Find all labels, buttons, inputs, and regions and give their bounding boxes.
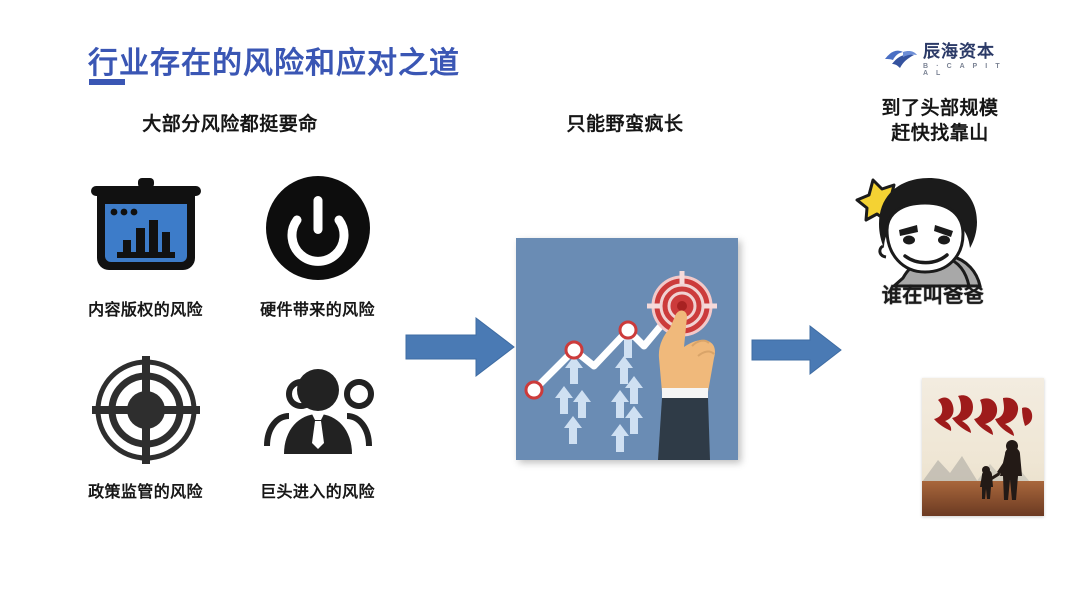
- father-love-poster: [922, 378, 1044, 516]
- arrow-risks-to-growth: [404, 316, 516, 378]
- icon-container: [68, 350, 223, 470]
- icon-container: [240, 168, 395, 288]
- title-accent-rule: [89, 79, 125, 85]
- icon-container: [68, 168, 223, 288]
- growth-target-hand-graphic: [516, 238, 738, 460]
- column-heading-backer-line2: 赶快找靠山: [891, 123, 989, 145]
- logo-name-en: B · C A P I T A L: [923, 63, 1003, 77]
- risk-item-content-copyright: 内容版权的风险: [68, 168, 223, 320]
- meme-face-graphic: [855, 178, 982, 288]
- business-people-icon: [263, 369, 374, 454]
- right-arrow-icon: [751, 324, 842, 376]
- risk-item-policy: 政策监管的风险: [68, 350, 223, 502]
- column-heading-backer-line1: 到了头部规模: [881, 98, 999, 119]
- arrow-growth-to-backer: [750, 324, 842, 376]
- poster-graphic: [922, 378, 1044, 516]
- line-nodes: [524, 320, 638, 400]
- growth-chart-illustration: [516, 238, 738, 460]
- power-button-icon: [265, 176, 370, 280]
- up-arrows-group: [555, 328, 643, 452]
- risk-label: 巨头进入的风险: [260, 484, 375, 501]
- brand-logo: 辰海资本 B · C A P I T A L: [884, 42, 1014, 78]
- logo-name-cn: 辰海资本: [923, 42, 995, 61]
- page-title: 行业存在的风险和应对之道: [88, 47, 460, 80]
- meme-caption: 谁在叫爸爸: [881, 285, 985, 307]
- bowl-cut-meme-face: [843, 168, 1023, 313]
- monitor-chart-icon: [90, 178, 201, 270]
- right-arrow-icon: [405, 316, 515, 378]
- column-heading-backer: 到了头部规模 赶快找靠山: [845, 96, 1035, 146]
- crosshair-target-icon: [91, 356, 200, 464]
- risk-item-giants: 巨头进入的风险: [240, 350, 395, 502]
- risk-label: 硬件带来的风险: [260, 302, 375, 319]
- column-heading-growth: 只能野蛮疯长: [566, 114, 684, 135]
- icon-container: [240, 350, 395, 470]
- risk-label: 政策监管的风险: [88, 484, 203, 501]
- wave-logo-icon: [885, 50, 917, 68]
- risk-item-hardware: 硬件带来的风险: [240, 168, 395, 320]
- risk-label: 内容版权的风险: [88, 302, 203, 319]
- column-heading-risks: 大部分风险都挺要命: [142, 114, 318, 135]
- poster-calligraphy: [934, 395, 1033, 436]
- silhouettes: [980, 440, 1022, 500]
- pointing-hand: [658, 310, 715, 460]
